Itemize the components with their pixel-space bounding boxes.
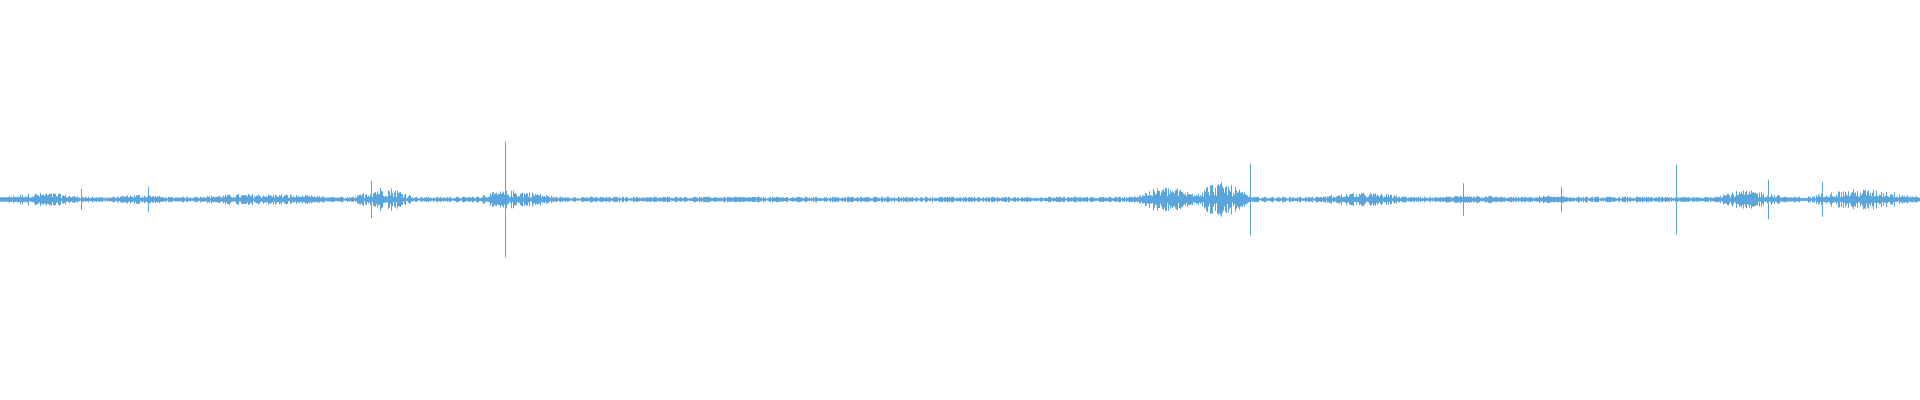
waveform-spikes bbox=[81, 141, 1823, 258]
waveform-envelope bbox=[0, 182, 1920, 217]
waveform-bars bbox=[0, 182, 1920, 217]
